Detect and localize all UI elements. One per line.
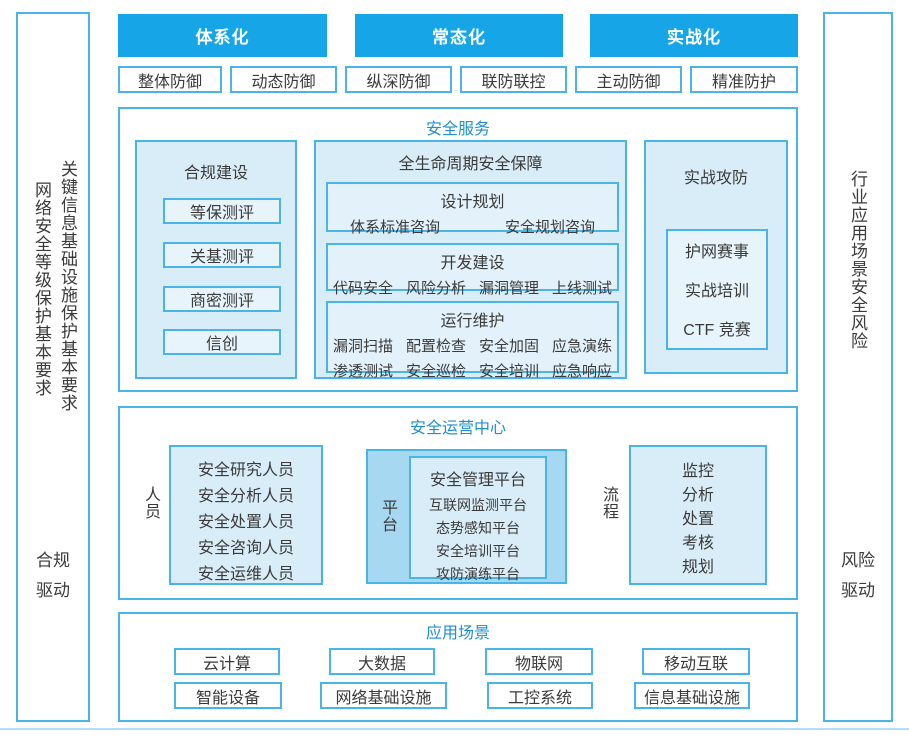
section-operation-center: 安全运营中心 人员 安全研究人员 安全分析人员 安全处置人员 安全咨询人员 安全… (118, 406, 798, 600)
risk-driven-line1: 风险 (841, 551, 875, 570)
right-sidebar-text-industry-risk: 行业应用场景安全风险 (848, 170, 867, 350)
panel-combat-attack-defense: 实战攻防 护网赛事 实战培训 CTF 竞赛 (644, 140, 788, 374)
risk-driven-line2: 驱动 (841, 581, 875, 600)
panel-platform-band: 平台 安全管理平台 互联网监测平台 态势感知平台 安全培训平台 攻防演练平台 (366, 449, 567, 584)
scenario-big-data: 大数据 (329, 648, 435, 675)
section-title-operation-center: 安全运营中心 (409, 420, 506, 437)
compliance-driven-line2: 驱动 (36, 581, 70, 600)
chip-guanji-assessment: 关基测评 (163, 242, 281, 268)
scenario-iot: 物联网 (485, 648, 593, 675)
personnel-item: 安全研究人员 (197, 462, 294, 479)
compliance-driven-line1: 合规 (36, 551, 70, 570)
scenario-smart-devices: 智能设备 (174, 682, 282, 709)
service-item: 安全加固 (479, 338, 540, 355)
service-item: 应急演练 (552, 338, 613, 355)
panel-lifecycle-assurance: 全生命周期安全保障 设计规划 体系标准咨询 安全规划咨询 开发建设 代码安全 风… (314, 140, 627, 380)
defense-box-joint: 联防联控 (460, 66, 567, 93)
scenario-network-infrastructure: 网络基础设施 (320, 682, 447, 709)
phase-title-design: 设计规划 (440, 194, 505, 211)
service-item: 风险分析 (405, 280, 466, 297)
scenario-industrial-control: 工控系统 (487, 682, 593, 709)
process-item: 规划 (681, 559, 714, 576)
chip-shangmi-assessment: 商密测评 (163, 286, 281, 312)
combat-item-huwang: 护网赛事 (684, 244, 749, 261)
section-application-scenarios: 应用场景 云计算 大数据 物联网 移动互联 智能设备 网络基础设施 工控系统 信… (118, 612, 798, 722)
combat-item-ctf: CTF 竞赛 (683, 322, 751, 339)
left-sidebar-text-critical-infrastructure: 关键信息基础设施保护基本要求 (58, 160, 77, 412)
personnel-item: 安全运维人员 (197, 566, 294, 583)
right-sidebar-risk: 行业应用场景安全风险 风险 驱动 (823, 12, 893, 722)
service-item: 渗透测试 (332, 363, 393, 380)
personnel-item: 安全处置人员 (197, 514, 294, 531)
panel-title-compliance: 合规建设 (183, 165, 248, 182)
section-title-scenarios: 应用场景 (425, 625, 490, 642)
panel-title-combat: 实战攻防 (683, 170, 748, 187)
defense-box-depth: 纵深防御 (345, 66, 452, 93)
phase-operation-maintenance: 运行维护 漏洞扫描 配置检查 安全加固 应急演练 渗透测试 安全巡检 安全培训 … (326, 301, 619, 380)
combat-items-box: 护网赛事 实战培训 CTF 竞赛 (666, 229, 768, 350)
pillar-systematization: 体系化 (118, 14, 327, 57)
bottom-divider-line (0, 728, 909, 730)
defense-box-dynamic: 动态防御 (230, 66, 337, 93)
label-process: 流程 (600, 486, 617, 520)
service-item: 安全规划咨询 (504, 219, 595, 236)
service-item: 代码安全 (332, 280, 393, 297)
defense-box-overall: 整体防御 (118, 66, 222, 93)
left-sidebar-text-classified-protection: 网络安全等级保护基本要求 (32, 181, 51, 397)
platform-item: 态势感知平台 (436, 520, 520, 536)
defense-box-active: 主动防御 (575, 66, 682, 93)
panel-compliance-construction: 合规建设 等保测评 关基测评 商密测评 信创 (135, 140, 297, 379)
panel-process: 监控 分析 处置 考核 规划 (629, 445, 767, 585)
label-personnel: 人员 (142, 486, 159, 520)
platform-item: 安全培训平台 (436, 543, 520, 559)
service-item: 安全巡检 (405, 363, 466, 380)
left-sidebar-compliance: 关键信息基础设施保护基本要求 网络安全等级保护基本要求 合规 驱动 (16, 12, 90, 722)
platform-item: 互联网监测平台 (429, 497, 527, 513)
service-item: 配置检查 (405, 338, 466, 355)
scenario-cloud-computing: 云计算 (174, 648, 280, 675)
phase-development: 开发建设 代码安全 风险分析 漏洞管理 上线测试 (326, 243, 619, 297)
service-item: 体系标准咨询 (350, 219, 441, 236)
process-item: 监控 (681, 463, 714, 480)
service-item: 漏洞管理 (479, 280, 540, 297)
panel-platform-inner: 安全管理平台 互联网监测平台 态势感知平台 安全培训平台 攻防演练平台 (409, 456, 547, 582)
service-item: 漏洞扫描 (332, 338, 393, 355)
service-item: 上线测试 (552, 280, 613, 297)
service-item: 安全培训 (479, 363, 540, 380)
panel-personnel: 安全研究人员 安全分析人员 安全处置人员 安全咨询人员 安全运维人员 (169, 445, 323, 585)
chip-dengbao-assessment: 等保测评 (163, 198, 281, 224)
phase-design-planning: 设计规划 体系标准咨询 安全规划咨询 (326, 182, 619, 236)
scenario-information-infrastructure: 信息基础设施 (634, 682, 750, 709)
section-title-security-services: 安全服务 (425, 121, 490, 138)
label-platform: 平台 (379, 499, 396, 533)
chip-xinchuang: 信创 (163, 329, 281, 355)
process-item: 考核 (681, 535, 714, 552)
platform-main: 安全管理平台 (429, 472, 526, 489)
scenario-mobile-internet: 移动互联 (642, 648, 750, 675)
section-security-services: 安全服务 合规建设 等保测评 关基测评 商密测评 信创 全生命周期安全保障 设计… (118, 107, 798, 392)
process-item: 分析 (681, 487, 714, 504)
platform-item: 攻防演练平台 (436, 566, 520, 582)
pillar-actual-combat: 实战化 (590, 14, 798, 57)
panel-title-lifecycle: 全生命周期安全保障 (398, 156, 543, 173)
process-item: 处置 (681, 511, 714, 528)
service-item: 应急响应 (552, 363, 613, 380)
defense-box-precise: 精准防护 (690, 66, 798, 93)
pillar-normalization: 常态化 (355, 14, 563, 57)
combat-item-training: 实战培训 (684, 283, 749, 300)
phase-title-operation: 运行维护 (440, 313, 505, 330)
phase-title-development: 开发建设 (440, 255, 505, 272)
personnel-item: 安全分析人员 (197, 488, 294, 505)
personnel-item: 安全咨询人员 (197, 540, 294, 557)
